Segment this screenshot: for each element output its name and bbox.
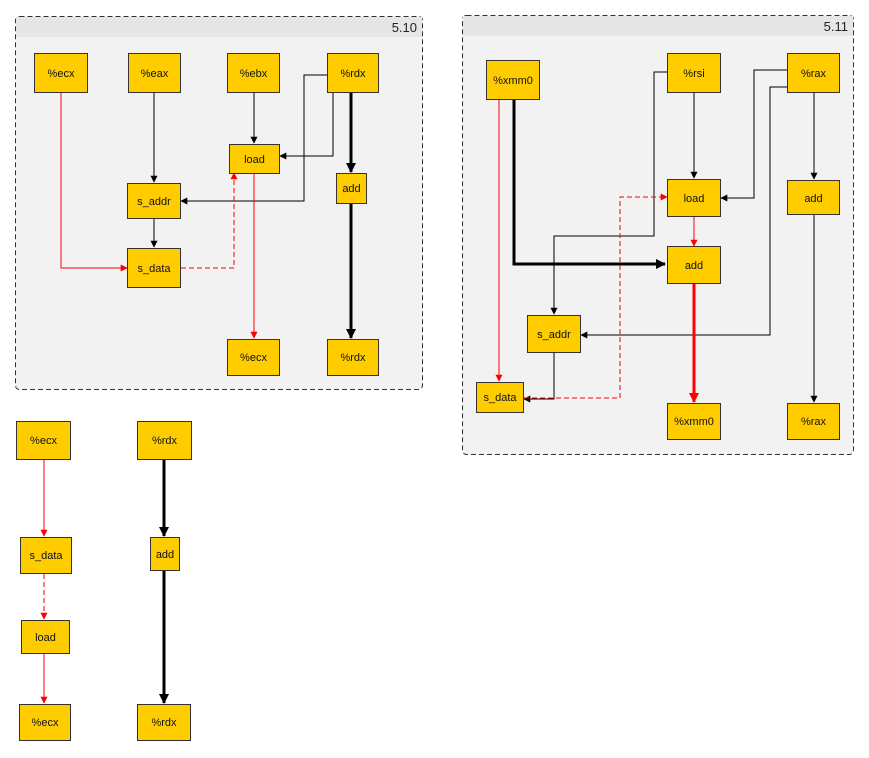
svg-text:%ecx: %ecx bbox=[48, 68, 75, 80]
group-5-10: 5.10 bbox=[15, 16, 423, 390]
svg-text:s_data: s_data bbox=[29, 550, 63, 562]
node-add-rax[interactable]: add bbox=[787, 180, 840, 215]
node-load[interactable]: load bbox=[667, 179, 721, 217]
node-ecx-output[interactable]: %ecx bbox=[19, 704, 71, 741]
node-ecx-output[interactable]: %ecx bbox=[227, 339, 280, 376]
node-s-data[interactable]: s_data bbox=[476, 382, 524, 413]
edge-sdata-to-load bbox=[181, 172, 238, 269]
svg-text:load: load bbox=[35, 632, 56, 644]
node-ecx-input[interactable]: %ecx bbox=[34, 53, 88, 93]
svg-text:s_data: s_data bbox=[483, 392, 517, 404]
svg-text:%rax: %rax bbox=[801, 416, 827, 428]
svg-text:%rdx: %rdx bbox=[151, 717, 177, 729]
node-xmm0-input[interactable]: %xmm0 bbox=[486, 60, 540, 100]
edge-rax-to-load bbox=[720, 69, 787, 202]
svg-text:%eax: %eax bbox=[141, 68, 169, 80]
node-rsi-input[interactable]: %rsi bbox=[667, 53, 721, 93]
svg-text:%xmm0: %xmm0 bbox=[674, 416, 714, 428]
svg-text:%rsi: %rsi bbox=[683, 68, 704, 80]
node-ebx-input[interactable]: %ebx bbox=[227, 53, 280, 93]
node-rdx-input[interactable]: %rdx bbox=[137, 421, 192, 460]
node-xmm0-output[interactable]: %xmm0 bbox=[667, 403, 721, 440]
nodes-standalone: %ecx s_data load %ecx %rdx add %rdx bbox=[16, 421, 192, 741]
node-add[interactable]: add bbox=[336, 173, 367, 204]
nodes-5-10: %ecx %eax %ebx %rdx load add s_addr s_da… bbox=[34, 53, 379, 376]
node-s-addr[interactable]: s_addr bbox=[127, 183, 181, 219]
svg-text:s_addr: s_addr bbox=[137, 196, 171, 208]
svg-text:%xmm0: %xmm0 bbox=[493, 75, 533, 87]
node-rdx-input[interactable]: %rdx bbox=[327, 53, 379, 93]
node-load[interactable]: load bbox=[21, 620, 70, 654]
node-ecx-input[interactable]: %ecx bbox=[16, 421, 71, 460]
node-s-data[interactable]: s_data bbox=[20, 537, 72, 574]
svg-text:%ecx: %ecx bbox=[32, 717, 59, 729]
node-add[interactable]: add bbox=[150, 537, 180, 571]
svg-text:load: load bbox=[244, 154, 265, 166]
svg-text:%ecx: %ecx bbox=[240, 352, 267, 364]
node-add-xmm0[interactable]: add bbox=[667, 246, 721, 284]
node-s-addr[interactable]: s_addr bbox=[527, 315, 581, 353]
edge-xmm0-to-add bbox=[512, 99, 666, 269]
node-rdx-output[interactable]: %rdx bbox=[137, 704, 191, 741]
svg-text:s_addr: s_addr bbox=[537, 329, 571, 341]
edge-rdx-to-load bbox=[279, 92, 334, 160]
edges-standalone bbox=[40, 460, 169, 704]
node-rax-output[interactable]: %rax bbox=[787, 403, 840, 440]
edges-5-11 bbox=[495, 69, 818, 403]
edge-sdata-to-load bbox=[524, 193, 668, 399]
svg-text:add: add bbox=[685, 260, 703, 272]
nodes-5-11: %xmm0 %rsi %rax load add add s_addr s_da… bbox=[476, 53, 840, 440]
svg-text:add: add bbox=[804, 193, 822, 205]
edge-ecx-to-sdata bbox=[60, 92, 128, 272]
node-s-data[interactable]: s_data bbox=[127, 248, 181, 288]
edge-saddr-to-sdata bbox=[523, 353, 555, 403]
svg-text:s_data: s_data bbox=[137, 263, 171, 275]
group-title: 5.11 bbox=[824, 19, 848, 34]
svg-text:add: add bbox=[342, 183, 360, 195]
svg-text:%ebx: %ebx bbox=[240, 68, 268, 80]
svg-text:%rax: %rax bbox=[801, 68, 827, 80]
svg-text:%ecx: %ecx bbox=[30, 435, 57, 447]
svg-text:%rdx: %rdx bbox=[340, 68, 366, 80]
node-rdx-output[interactable]: %rdx bbox=[327, 339, 379, 376]
svg-text:load: load bbox=[684, 193, 705, 205]
edge-rax-to-saddr bbox=[580, 86, 787, 339]
group-title: 5.10 bbox=[392, 20, 417, 35]
node-rax-input[interactable]: %rax bbox=[787, 53, 840, 93]
svg-text:add: add bbox=[156, 549, 174, 561]
edges-5-10 bbox=[60, 74, 356, 339]
svg-text:%rdx: %rdx bbox=[340, 352, 366, 364]
node-load[interactable]: load bbox=[229, 144, 280, 174]
edge-rdx-to-saddr bbox=[180, 74, 327, 205]
node-eax-input[interactable]: %eax bbox=[128, 53, 181, 93]
svg-text:%rdx: %rdx bbox=[152, 435, 178, 447]
edge-rsi-to-saddr bbox=[550, 71, 667, 315]
